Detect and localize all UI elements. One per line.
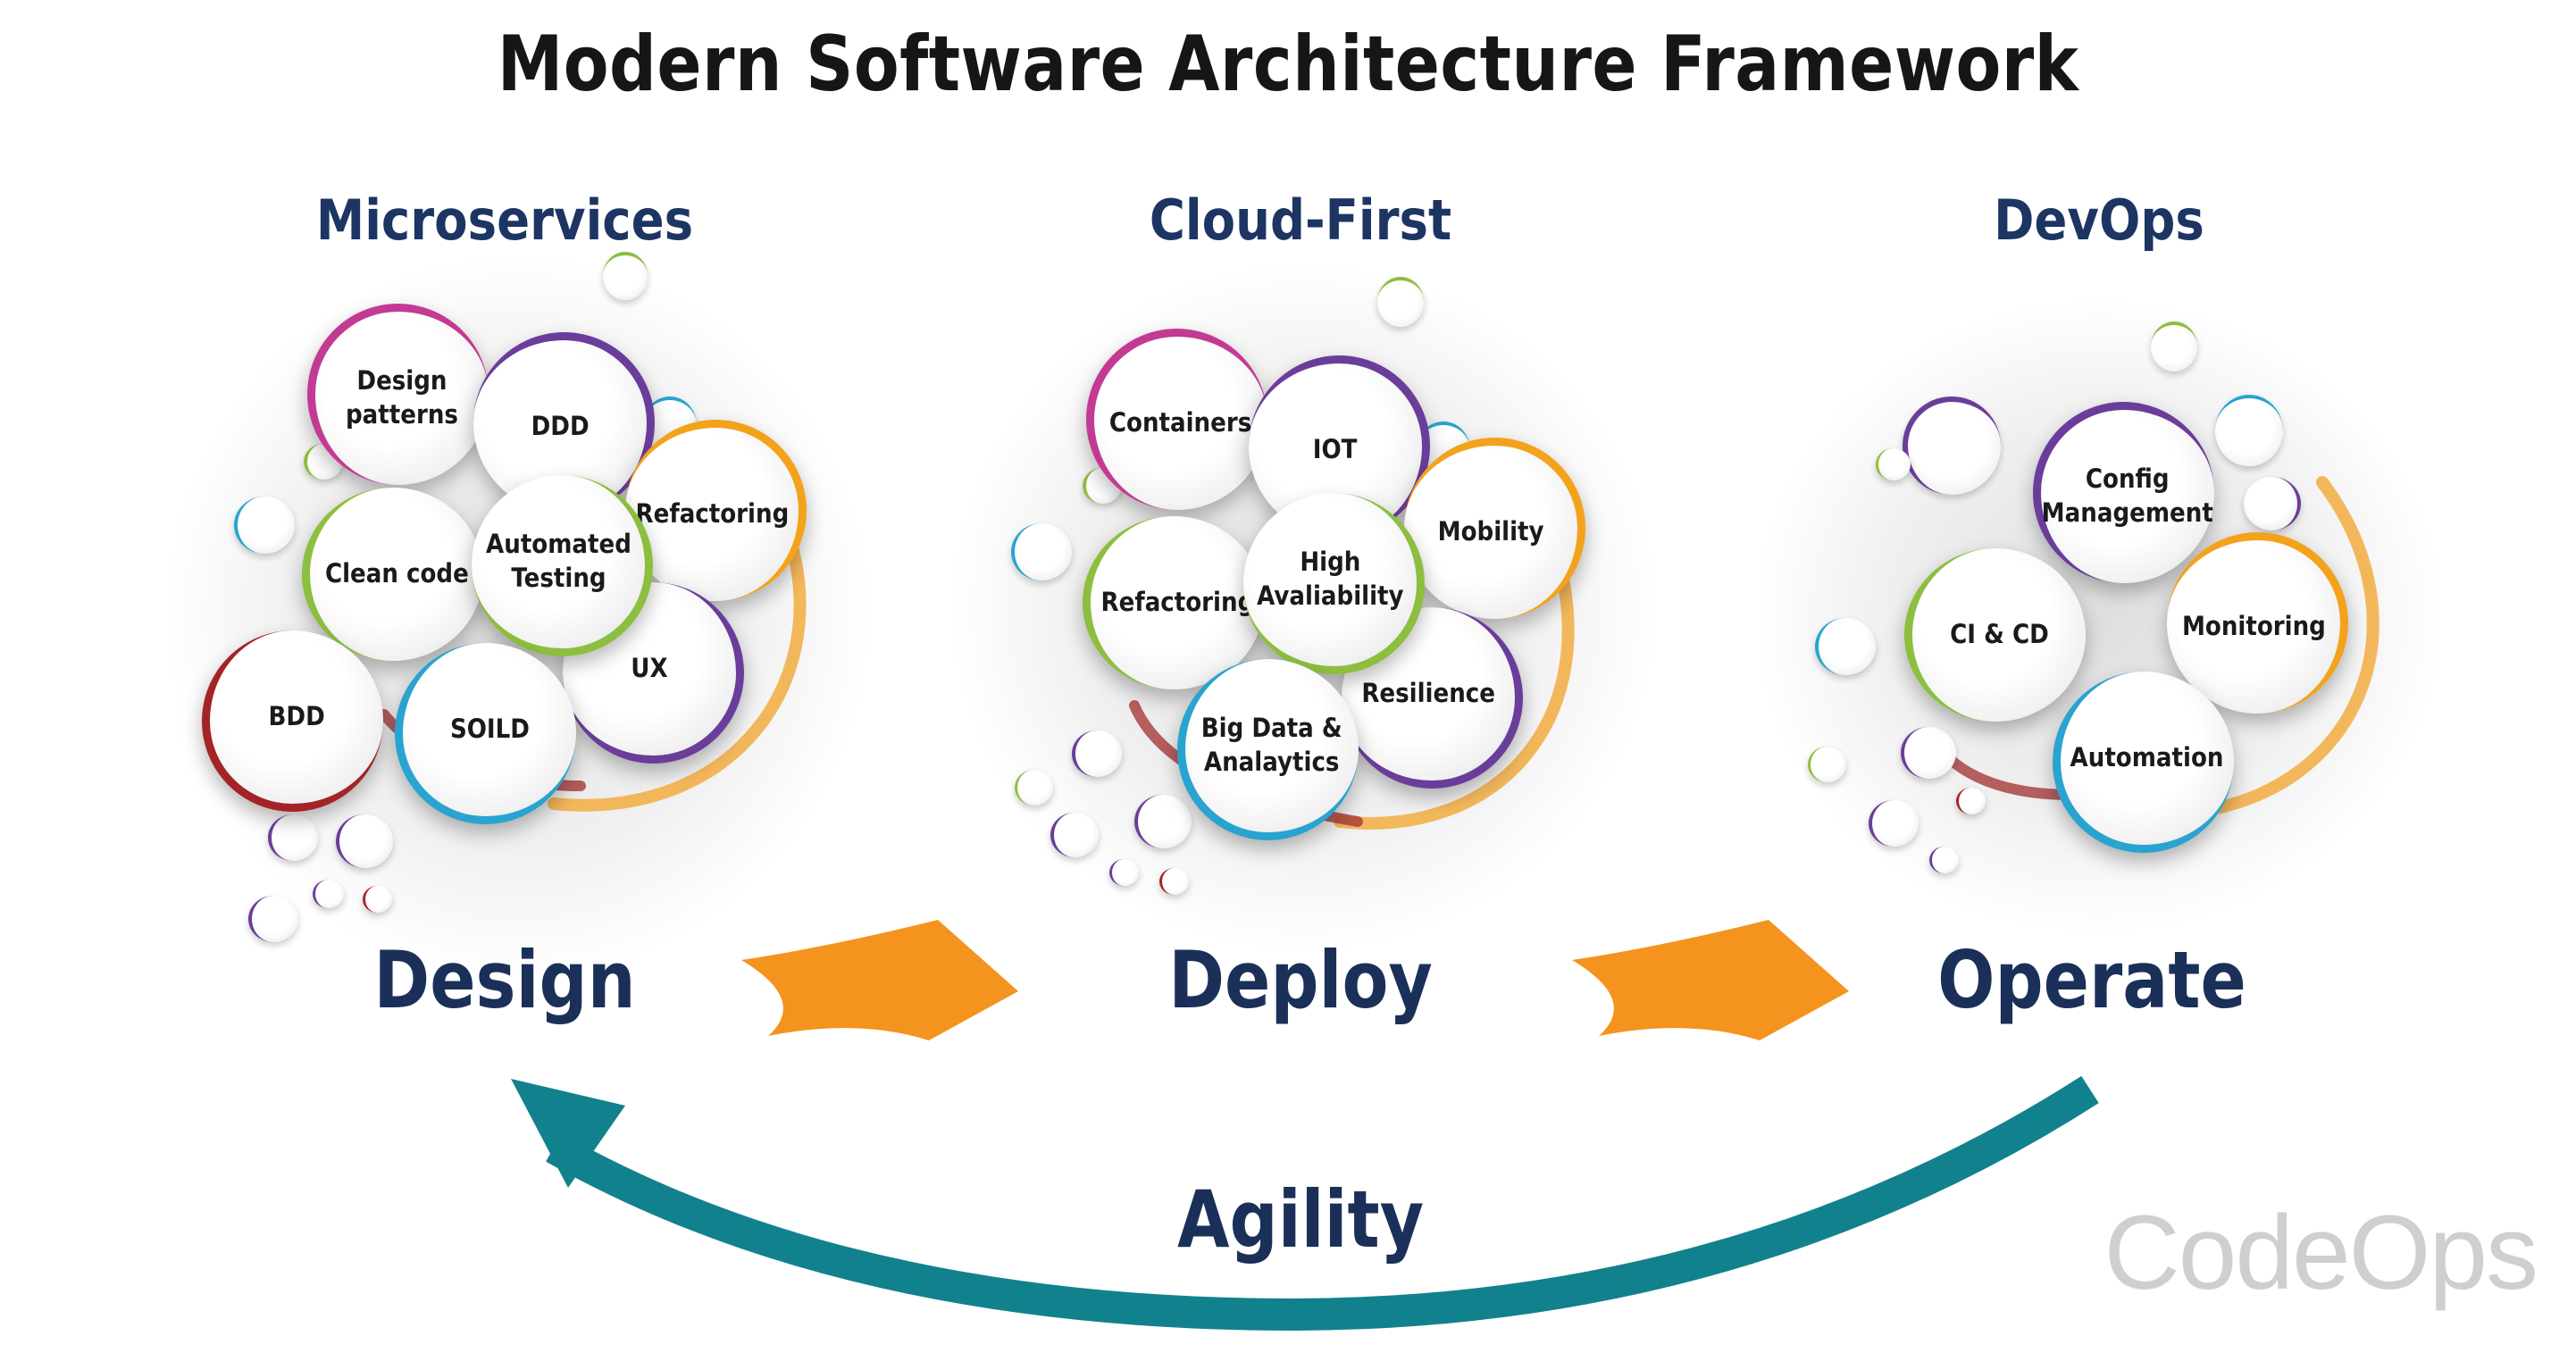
refactoring-bubble-cloud: Refactoring <box>1083 516 1264 689</box>
automated-testing-bubble: Automated Testing <box>472 475 653 656</box>
decor-bubble <box>313 880 344 908</box>
decor-bubble <box>1159 868 1189 895</box>
bdd-bubble: BDD <box>202 630 383 812</box>
cloud-first-heading: Cloud-First <box>1149 188 1452 253</box>
iot-bubble: IOT <box>1249 355 1430 537</box>
decor-bubble <box>1134 795 1192 848</box>
bubble-label: High Avaliability <box>1256 547 1404 611</box>
bubble-label: Automation <box>2070 742 2224 773</box>
codeops-logo: CodeOps <box>2103 1194 2538 1312</box>
deploy-to-operate-arrow <box>1572 920 1849 1040</box>
decor-bubble <box>2215 395 2283 466</box>
monitoring-bubble: Monitoring <box>2167 532 2348 714</box>
decor-bubble <box>1903 397 2001 495</box>
config-management-bubble: Config Management <box>2033 402 2214 583</box>
decor-bubble <box>1011 523 1072 580</box>
agility-label: Agility <box>1176 1173 1425 1265</box>
bubble-label: SOILD <box>449 714 530 745</box>
decor-bubble <box>1072 731 1122 777</box>
agility-return-arc <box>546 1075 2099 1332</box>
design-to-deploy-arrow <box>741 920 1018 1040</box>
decor-bubble <box>336 814 393 868</box>
design-patterns-bubble: Design patterns <box>307 304 489 485</box>
bubble-label: UX <box>631 653 668 684</box>
decor-bubble <box>234 497 295 554</box>
operate-phase-label: Operate <box>1937 934 2246 1026</box>
soild-bubble: SOILD <box>395 643 576 824</box>
devops-heading: DevOps <box>1994 188 2204 253</box>
bubble-label: Containers <box>1109 407 1252 438</box>
containers-bubble: Containers <box>1086 329 1267 510</box>
decor-bubble <box>268 814 318 861</box>
deploy-phase-label: Deploy <box>1168 934 1433 1026</box>
decor-bubble <box>1050 813 1099 857</box>
high-availability-bubble: High Avaliability <box>1243 493 1425 674</box>
ci-cd-bubble: CI & CD <box>1904 548 2086 722</box>
clean-code-bubble: Clean code <box>302 488 483 661</box>
bubble-label: BDD <box>268 701 325 732</box>
bubble-label: Mobility <box>1437 516 1544 547</box>
decor-bubble <box>363 886 392 913</box>
decor-bubble <box>248 896 298 942</box>
refactoring-bubble: Refactoring <box>625 420 807 601</box>
decor-bubble <box>2151 321 2197 372</box>
bubble-label: Design patterns <box>346 365 458 430</box>
decor-bubble <box>1929 847 1959 873</box>
decor-bubble <box>1808 747 1846 782</box>
bubble-label: Config Management <box>2041 463 2214 528</box>
decor-bubble <box>603 252 648 300</box>
bubble-label: Clean code <box>324 558 469 589</box>
agility-arrowhead <box>511 1079 625 1188</box>
decor-bubble <box>1377 277 1424 327</box>
mobility-bubble: Mobility <box>1404 438 1585 619</box>
decor-bubble <box>1956 788 1986 814</box>
decor-bubble <box>1109 859 1139 886</box>
bubble-label: IOT <box>1313 434 1358 465</box>
big-data-analytics-bubble: Big Data & Analaytics <box>1177 659 1359 840</box>
bubble-label: Resilience <box>1361 678 1495 709</box>
decor-bubble <box>2244 477 2301 530</box>
microservices-heading: Microservices <box>315 188 694 253</box>
decor-bubble <box>1869 800 1919 847</box>
bubble-label: Monitoring <box>2181 611 2326 642</box>
bubble-label: Refactoring <box>635 498 789 530</box>
automation-bubble: Automation <box>2053 672 2234 853</box>
design-phase-label: Design <box>373 934 636 1026</box>
bubble-label: Big Data & Analaytics <box>1201 713 1342 777</box>
bubble-label: DDD <box>531 411 590 442</box>
bubble-label: Refactoring <box>1100 587 1254 618</box>
decor-bubble <box>1876 448 1911 480</box>
decor-bubble <box>1901 727 1956 779</box>
diagram-title: Modern Software Architecture Framework <box>497 20 2079 109</box>
bubble-label: CI & CD <box>1949 619 2049 650</box>
bubble-label: Automated Testing <box>485 529 631 593</box>
decor-bubble <box>1015 770 1053 806</box>
decor-bubble <box>1815 618 1876 675</box>
